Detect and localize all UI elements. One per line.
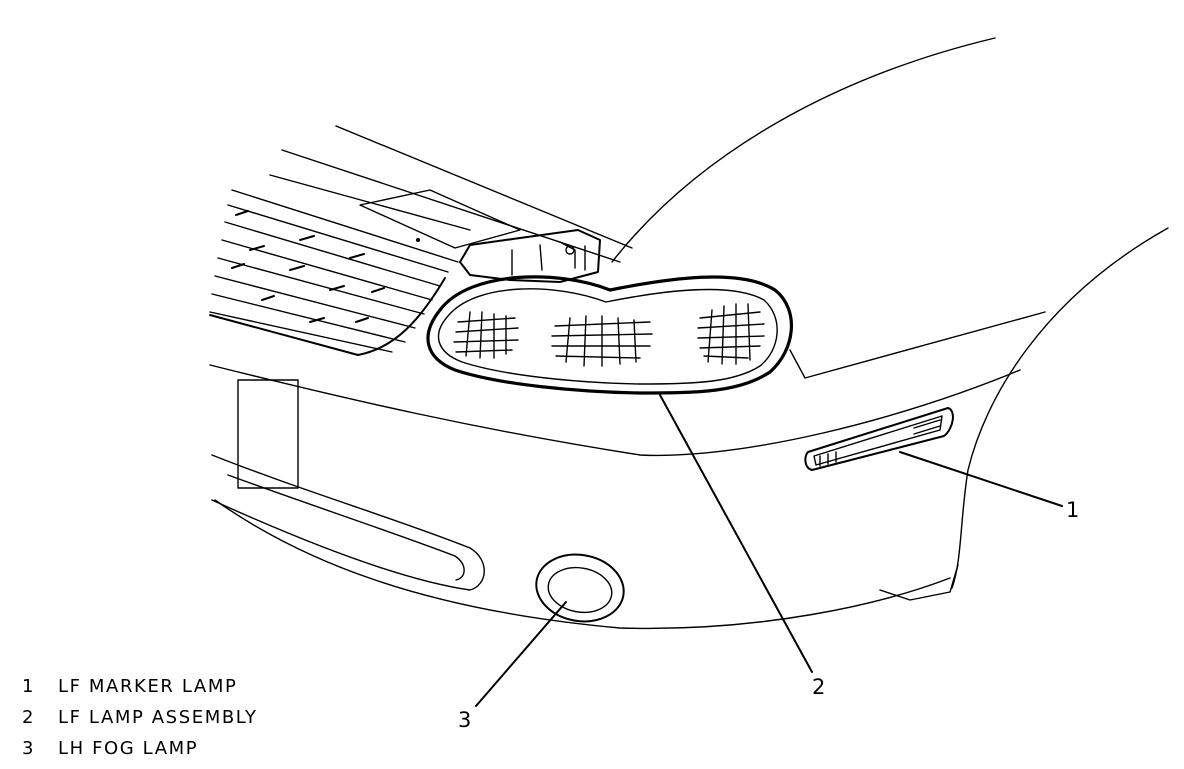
hood-edge-line: [611, 37, 996, 263]
legend-item: 2 LF LAMP ASSEMBLY: [22, 707, 422, 738]
lamp-lens-grid-right: [697, 303, 765, 365]
fender-wheel-arch: [951, 227, 1169, 589]
lower-intake-inner: [227, 474, 465, 581]
hood-latch-panel: [359, 189, 521, 249]
leader-line-1: [899, 451, 1063, 507]
legend-number: 1: [22, 676, 36, 697]
grille: [209, 189, 459, 356]
legend-number: 2: [22, 707, 36, 728]
leader-line-2: [659, 394, 813, 673]
callout-1: 1: [1066, 498, 1079, 522]
hood-line-2: [281, 149, 621, 263]
hood-latch-bracket: [416, 229, 601, 283]
lf-marker-lamp: [804, 407, 954, 471]
legend-label: LH FOG LAMP: [58, 738, 199, 759]
legend-label: LF MARKER LAMP: [58, 676, 238, 697]
legend-number: 3: [22, 738, 36, 759]
legend-label: LF LAMP ASSEMBLY: [58, 707, 258, 728]
bumper-side-panel: [237, 379, 299, 489]
leader-line-3: [475, 601, 567, 707]
lh-fog-lamp: [535, 553, 625, 623]
hood-line-1: [335, 125, 633, 249]
bumper-bottom-tab: [879, 564, 959, 601]
lamp-lens-grid-left: [453, 311, 519, 359]
lamp-lens-grid-center: [551, 315, 653, 367]
lf-lamp-assembly: [426, 275, 794, 395]
bumper-upper-line: [209, 364, 1021, 457]
legend-item: 1 LF MARKER LAMP: [22, 676, 422, 707]
fender-upper-line: [789, 311, 1046, 379]
callout-2: 2: [812, 675, 825, 699]
callout-legend: 1 LF MARKER LAMP 2 LF LAMP ASSEMBLY 3 LH FO…: [22, 676, 422, 769]
lower-intake-opening: [211, 454, 485, 591]
callout-3: 3: [458, 708, 471, 732]
bumper-lower-edge: [214, 499, 951, 630]
legend-item: 3 LH FOG LAMP: [22, 738, 422, 769]
